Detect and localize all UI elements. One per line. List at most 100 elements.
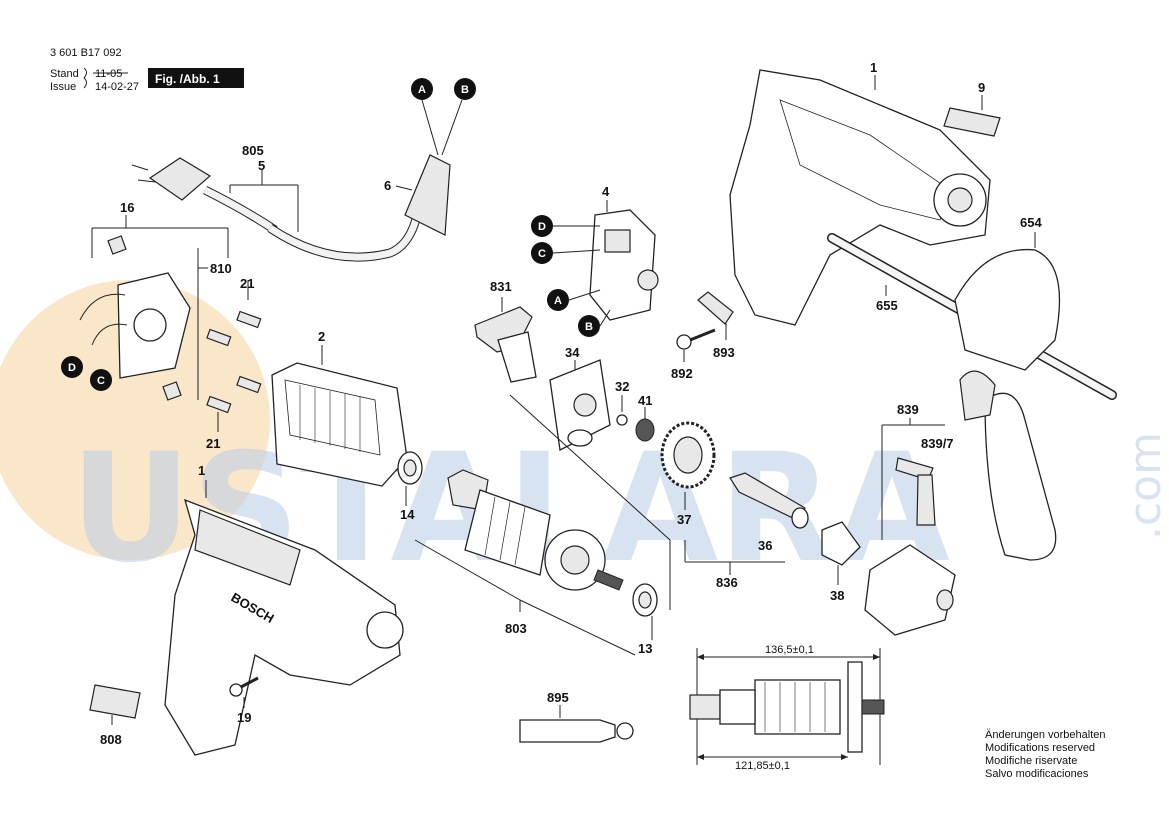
drill-housing-icon [164, 498, 401, 756]
callout-37: 37 [677, 512, 691, 527]
clip-icon [697, 291, 734, 325]
callout-36: 36 [758, 538, 772, 553]
drive-ring-icon [821, 521, 861, 566]
callout-810: 810 [210, 261, 232, 276]
housing-shell: 1 [729, 60, 991, 326]
chuck-icon [864, 544, 956, 636]
bearing-plate: 34 [509, 345, 671, 610]
armature-dimension-drawing: 136,5±0,1 121,85±0,1 [689, 644, 885, 772]
pinion-icon [593, 569, 624, 591]
callout-38: 38 [830, 588, 844, 603]
callout-19: 19 [237, 710, 251, 725]
callout-839: 839 [897, 402, 919, 417]
screw-icon [676, 334, 692, 350]
cord-connectors: A B [411, 78, 476, 100]
field-stator: 2 [271, 329, 408, 487]
callout-655: 655 [876, 298, 898, 313]
fasteners-892-893: 892 893 [671, 291, 735, 381]
stand-label: Stand [50, 68, 79, 80]
callout-893: 893 [713, 345, 735, 360]
spindle: 836 36 [684, 472, 809, 590]
part-number: 3 601 B17 092 [50, 47, 122, 59]
nameplate-icon [943, 107, 1001, 137]
callout-808: 808 [100, 732, 122, 747]
callout-803: 803 [505, 621, 527, 636]
callout-5: 5 [258, 158, 265, 173]
note-es: Salvo modificaciones [985, 768, 1089, 780]
handle-grip-icon [984, 392, 1057, 561]
bearing-13: 13 [632, 583, 658, 656]
screw-icon [229, 683, 243, 697]
callout-34: 34 [565, 345, 580, 360]
callout-836: 836 [716, 575, 738, 590]
cord-guard-icon [404, 154, 451, 236]
carbon-brush-icon [107, 235, 127, 255]
connector-d-icon [531, 215, 553, 237]
bearing-14: 14 [397, 451, 423, 522]
screw-19: 19 [229, 676, 259, 725]
callout-9: 9 [978, 80, 985, 95]
brush-connectors: D C [61, 356, 112, 391]
armature-core-icon [754, 679, 841, 735]
connector-b-icon [454, 78, 476, 100]
callout-21-bottom: 21 [206, 436, 220, 451]
connector-c-icon [90, 369, 112, 391]
issue-label: Issue [50, 81, 76, 93]
handle-clamp-icon [954, 248, 1061, 371]
issue-value: 14-02-27 [95, 81, 139, 93]
power-cord: 805 5 6 [131, 99, 463, 262]
callout-805: 805 [242, 143, 264, 158]
armature-core-icon [464, 489, 551, 576]
switch-connector-c-label: C [538, 248, 546, 260]
switch-connector-d-label: D [538, 221, 546, 233]
callout-831: 831 [490, 279, 512, 294]
switch-lever: 831 [474, 279, 537, 383]
grease-tube: 895 [519, 690, 634, 743]
callout-13: 13 [638, 641, 652, 656]
dimension-overall: 136,5±0,1 [765, 644, 814, 656]
brush-holder-assembly: 16 810 21 21 [79, 200, 262, 451]
carbon-brush-icon [162, 381, 182, 401]
armature: 803 [414, 469, 636, 656]
drive-ring: 38 [821, 521, 861, 603]
housing-icon [729, 69, 991, 326]
callout-16: 16 [120, 200, 134, 215]
dimension-core: 121,85±0,1 [735, 760, 790, 772]
switch-connector-b-label: B [585, 321, 593, 333]
connector-b-icon [578, 315, 600, 337]
callout-839-7: 839/7 [921, 436, 954, 451]
connector-b-label: B [461, 84, 469, 96]
callout-1-bottom: 1 [198, 463, 205, 478]
drill-chuck: 839 839/7 [864, 402, 956, 636]
stand-value: 11-05 [95, 68, 122, 80]
grease-tube-icon [519, 719, 616, 743]
callout-654: 654 [1020, 215, 1042, 230]
callout-2: 2 [318, 329, 325, 344]
callout-32: 32 [615, 379, 629, 394]
header-block: 3 601 B17 092 Stand 11-05 Issue 14-02-27… [50, 47, 244, 93]
watermark-suffix: .com [1120, 432, 1169, 540]
callout-1-top: 1 [870, 60, 877, 75]
housing-assembled: BOSCH 1 [164, 463, 404, 756]
callout-6: 6 [384, 178, 391, 193]
callout-892: 892 [671, 366, 693, 381]
callout-895: 895 [547, 690, 569, 705]
connector-a-icon [411, 78, 433, 100]
small-parts-32-41: 32 41 [615, 379, 655, 442]
note-en: Modifications reserved [985, 742, 1095, 754]
connector-a-icon [547, 289, 569, 311]
label-plate: 808 [89, 684, 141, 747]
figure-label: Fig. /Abb. 1 [155, 72, 220, 86]
connector-c-label: C [97, 375, 105, 387]
switch-connector-a-label: A [554, 295, 562, 307]
switch-assembly: 4 D C A B [531, 184, 659, 337]
connector-d-label: D [68, 362, 76, 374]
modification-notes: Änderungen vorbehalten Modifications res… [985, 729, 1105, 780]
callout-14: 14 [400, 507, 415, 522]
commutator-icon [689, 694, 721, 720]
plug-icon [148, 157, 212, 201]
label-plate-icon [89, 684, 141, 719]
callout-21-top: 21 [240, 276, 254, 291]
connector-c-icon [531, 242, 553, 264]
